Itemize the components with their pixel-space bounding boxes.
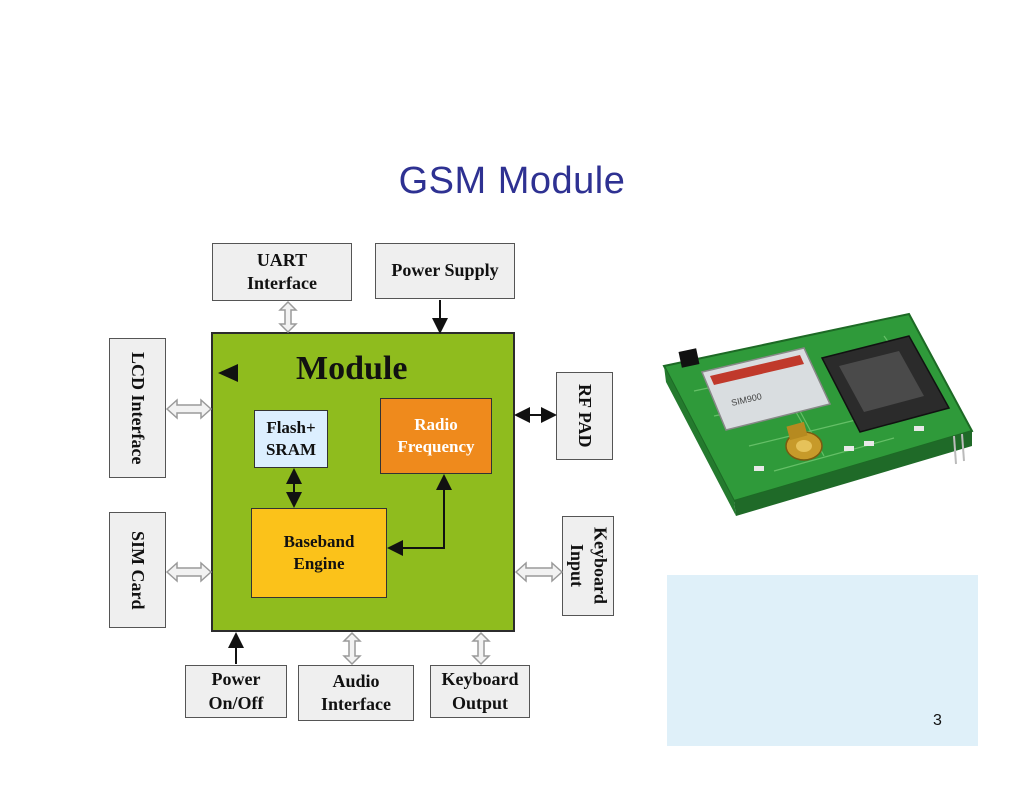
audio-interface-box: Audio Interface [298,665,414,721]
gsm-board-photo: SIM900 [662,312,974,516]
audio-double-arrow [342,631,362,666]
power-supply-box: Power Supply [375,243,515,299]
slide-title: GSM Module [398,160,626,202]
uart-interface-box: UART Interface [212,243,352,301]
power-onoff-box: Power On/Off [185,665,287,718]
baseband-engine-block: Baseband Engine [251,508,387,598]
lcd-double-arrow [165,398,213,420]
page-number: 3 [933,712,942,729]
keyboard-output-box: Keyboard Output [430,665,530,718]
keyboard-input-box: Keyboard Input [562,516,614,616]
flash-sram-block: Flash+ SRAM [254,410,328,468]
baseband-radio-arrow [387,474,452,556]
sim-card-box: SIM Card [109,512,166,628]
note-box [667,575,978,746]
module-label: Module [296,350,408,387]
module-pointer-icon [218,364,238,382]
radio-frequency-block: Radio Frequency [380,398,492,474]
lcd-interface-box: LCD Interface [109,338,166,478]
sim-double-arrow [165,561,213,583]
keyboard-output-double-arrow [471,631,491,666]
keyboard-input-double-arrow [514,561,564,583]
uart-double-arrow [278,300,298,334]
